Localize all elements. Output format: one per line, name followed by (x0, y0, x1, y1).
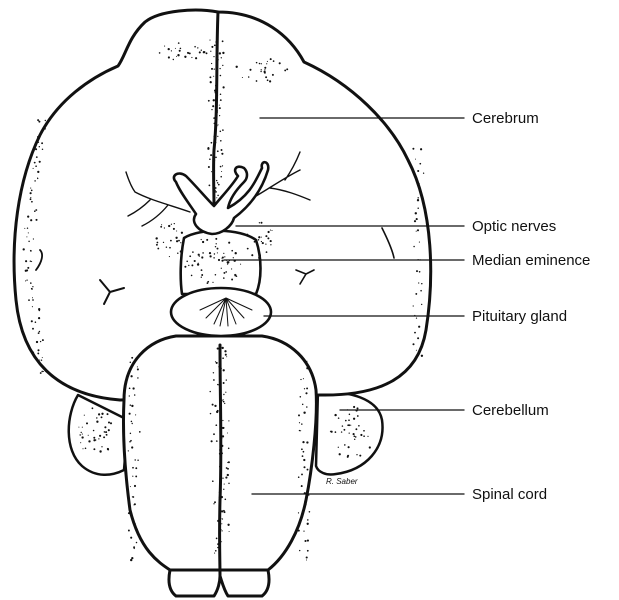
median-eminence-outline (179, 229, 262, 296)
artist-signature: R. Saber (326, 477, 358, 486)
cerebellum-left-lobe (67, 393, 130, 476)
label-cerebrum: Cerebrum (472, 110, 539, 127)
label-spinal-cord: Spinal cord (472, 486, 547, 503)
label-median-eminence: Median eminence (472, 252, 590, 269)
pituitary-rays (199, 297, 253, 327)
label-cerebellum: Cerebellum (472, 402, 549, 419)
sulcus-right-marker (295, 269, 315, 285)
cerebellum-right-lobe (314, 388, 384, 476)
vessels-left (125, 171, 191, 227)
label-optic-nerves: Optic nerves (472, 218, 556, 235)
pituitary-gland (169, 286, 273, 338)
stipple-shading (22, 39, 425, 562)
spinal-midline (218, 343, 223, 578)
sulcus-right (381, 227, 395, 259)
sulcus-left-side (35, 249, 43, 271)
label-pituitary-gland: Pituitary gland (472, 308, 567, 325)
sulcus-left-marker (99, 279, 125, 305)
